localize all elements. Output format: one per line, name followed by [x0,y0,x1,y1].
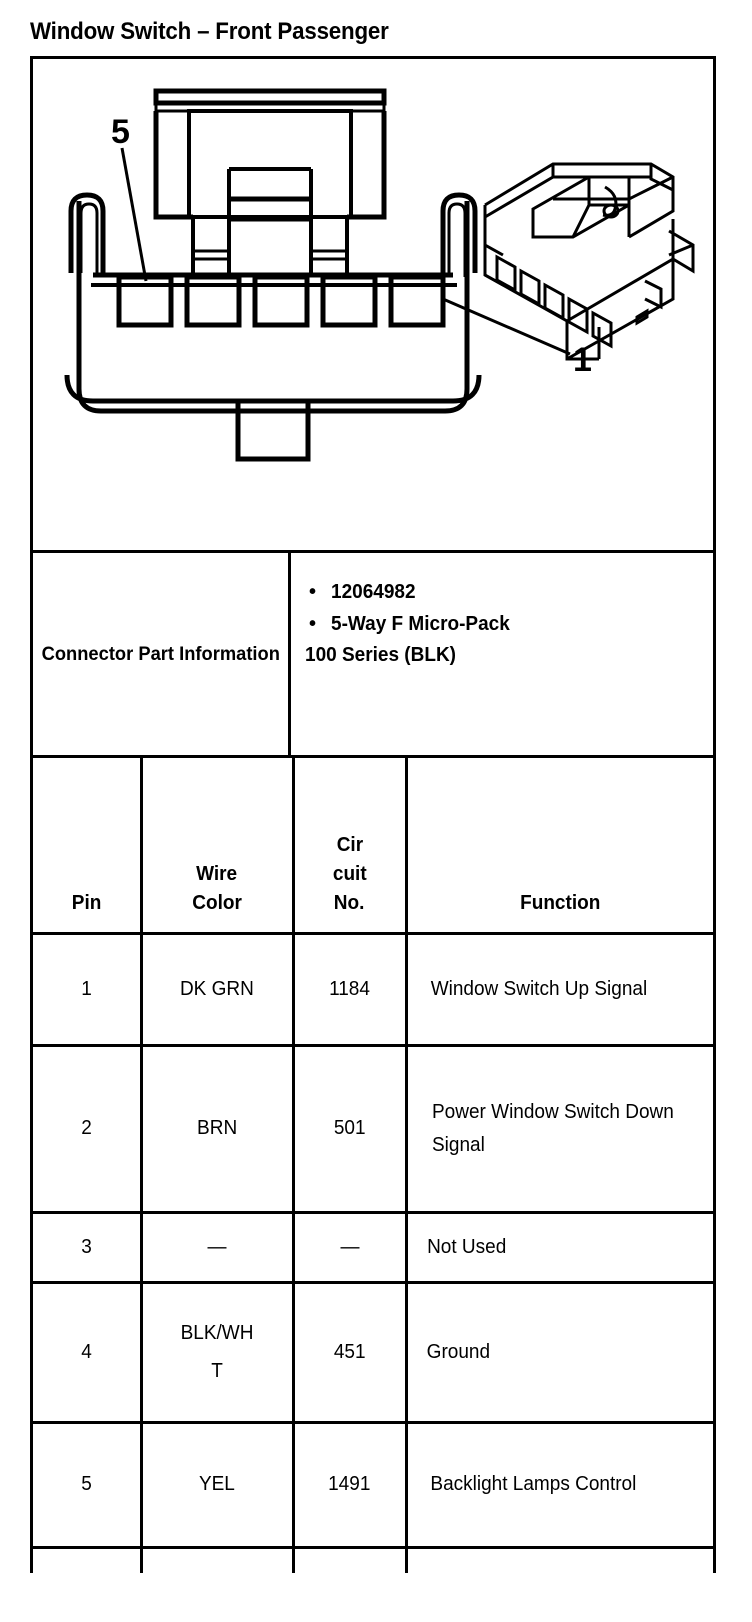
column-header-pin: Pin [33,758,143,935]
connector-keying-tower [153,88,387,275]
column-header-circuit-no-line1: Cir [336,833,363,856]
connector-part-number: 12064982 [331,581,416,603]
table-row: 3 — — Not Used [33,1212,713,1284]
cell-function [406,1547,713,1573]
column-header-function: Function [406,758,713,935]
column-header-wire-color-line2: Color [192,891,242,914]
wire-color-value: YEL [199,1473,235,1496]
wire-color-value: BRN [196,1117,238,1140]
cell-pin: 1 [33,933,143,1047]
connector-type-description-continued: 100 Series (BLK) [305,644,457,667]
circuit-no-value: 1491 [328,1473,371,1496]
wire-color-value: — [207,1235,227,1258]
pin-value: 5 [80,1473,92,1496]
circuit-no-value: 501 [333,1117,366,1140]
callout-label-1: 1 [573,341,592,379]
pin-value: 2 [80,1117,92,1140]
cell-function: Ground [406,1282,713,1424]
column-header-wire-color-line1: Wire [196,862,238,885]
cell-function: Backlight Lamps Control [406,1422,713,1549]
function-value: Not Used [426,1235,506,1258]
connector-body-outline [64,201,482,414]
column-header-circuit-no-line2: cuit [332,862,367,885]
cell-circuit-no: 501 [293,1045,408,1214]
table-row: 4 BLK/WHT 451 Ground [33,1282,713,1424]
connector-datasheet: 5 1 Connector Part Information • 1206498… [30,56,716,1573]
cell-wire-color [141,1547,295,1573]
wire-color-value: BLK/WHT [180,1322,254,1382]
pin-value: 3 [80,1235,92,1258]
table-row: 1 DK GRN 1184 Window Switch Up Signal [33,933,713,1047]
cavity-2 [320,274,378,328]
callout-leader-1 [442,297,571,356]
circuit-no-value: 451 [333,1340,366,1363]
function-value: Power Window Switch Down Signal [431,1101,674,1156]
column-header-wire-color: Wire Color [141,758,295,935]
connector-bullet-item: • 5-Way F Micro-Pack [305,609,703,641]
table-row-truncated [33,1547,713,1573]
connector-part-information-value: • 12064982 • 5-Way F Micro-Pack 100 Seri… [291,553,713,755]
cavity-3 [252,274,310,328]
pin-table: Pin Wire Color Cir cuit No. Function [33,758,713,1573]
cell-wire-color: — [141,1212,295,1284]
cell-circuit-no: — [293,1212,408,1284]
cell-wire-color: BLK/WHT [141,1282,295,1424]
cavity-1 [388,274,446,328]
connector-part-information-label-text: Connector Part Information [41,642,280,665]
pin-table-header-row: Pin Wire Color Cir cuit No. Function [33,758,713,935]
latch-arm-right [440,192,478,277]
circuit-no-value: — [340,1235,359,1258]
bullet-dot-icon: • [309,581,317,603]
cell-pin: 4 [33,1282,143,1424]
cell-function: Power Window Switch Down Signal [406,1045,713,1214]
connector-type-description: 5-Way F Micro-Pack [331,612,510,635]
isometric-cavities [495,254,613,349]
connector-part-information-label: Connector Part Information [33,553,291,755]
cell-pin: 5 [33,1422,143,1549]
callout-leader-5 [120,147,148,282]
table-row: 2 BRN 501 Power Window Switch Down Signa… [33,1045,713,1214]
cell-pin: 3 [33,1212,143,1284]
connector-illustration: 5 1 [33,59,713,550]
callout-label-5: 5 [111,113,130,151]
cell-circuit-no [293,1547,408,1573]
cell-pin: 2 [33,1045,143,1214]
column-header-circuit-no-line3: No. [334,891,365,914]
function-value: Window Switch Up Signal [430,977,647,1000]
wire-color-value: DK GRN [180,977,254,1000]
cell-circuit-no: 1184 [293,933,408,1047]
cavity-4 [184,274,242,328]
connector-bottom-tab [235,403,311,462]
cell-function: Window Switch Up Signal [406,933,713,1047]
pin-value: 1 [80,977,92,1000]
page-title: Window Switch – Front Passenger [30,18,389,45]
cell-circuit-no: 1491 [293,1422,408,1549]
table-row: 5 YEL 1491 Backlight Lamps Control [33,1422,713,1549]
circuit-no-value: 1184 [329,977,370,1000]
connector-bullet-item: • 12064982 [305,577,703,609]
cell-wire-color: DK GRN [141,933,295,1047]
connector-part-information-row: Connector Part Information • 12064982 • … [33,553,713,758]
latch-arm-left [68,192,106,277]
column-header-pin-text: Pin [71,891,102,914]
cell-wire-color: BRN [141,1045,295,1214]
cell-circuit-no: 451 [293,1282,408,1424]
isometric-connector-view [483,162,695,361]
cell-pin [33,1547,143,1573]
cell-function: Not Used [406,1212,713,1284]
function-value: Backlight Lamps Control [429,1473,636,1496]
bullet-dot-icon: • [309,612,317,635]
column-header-circuit-no: Cir cuit No. [293,758,408,935]
function-value: Ground [426,1340,490,1363]
cell-wire-color: YEL [141,1422,295,1549]
pin-value: 4 [80,1340,92,1363]
connector-illustration-cell: 5 1 [33,59,713,553]
column-header-function-text: Function [520,891,601,914]
